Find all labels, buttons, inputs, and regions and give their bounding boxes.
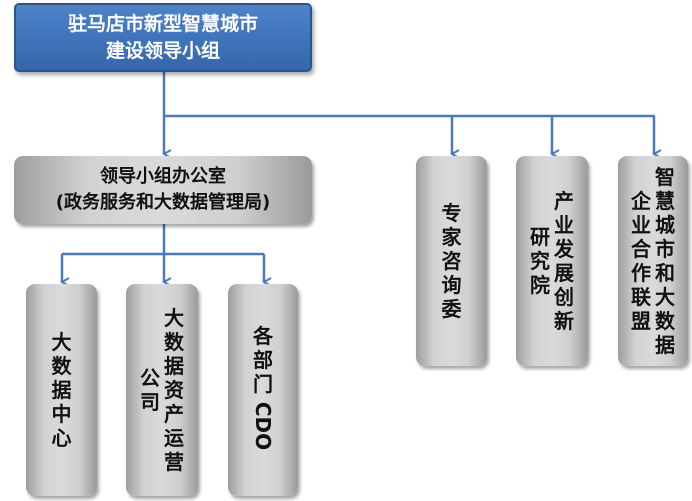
vertical-char: 各 bbox=[253, 324, 273, 348]
vertical-char: 据 bbox=[164, 354, 184, 378]
vertical-char: 数 bbox=[51, 354, 72, 378]
big-data-center-box: 大数据中心 bbox=[26, 284, 97, 496]
vertical-char: 新 bbox=[554, 309, 574, 333]
vertical-char: 产 bbox=[164, 402, 184, 426]
asset-company-box: 大数据资产运营 公司 bbox=[126, 284, 198, 496]
leadership-office-box: 领导小组办公室 (政务服务和大数据管理局) bbox=[14, 156, 312, 224]
vertical-char: 专 bbox=[441, 201, 462, 225]
vertical-char: 门 bbox=[253, 372, 273, 396]
dept-cdo-latin-wrap: CDO bbox=[239, 396, 287, 456]
vertical-char: 盟 bbox=[631, 309, 651, 333]
vertical-char: 智 bbox=[655, 165, 675, 189]
vertical-char: 咨 bbox=[441, 249, 462, 273]
vertical-char: 企 bbox=[631, 189, 651, 213]
leadership-group-title-line2: 建设领导小组 bbox=[105, 39, 220, 62]
vertical-char: 营 bbox=[164, 450, 184, 474]
vertical-char: 创 bbox=[554, 285, 574, 309]
research-institute-label-col2: 研究院 bbox=[530, 225, 550, 297]
enterprise-alliance-label-col2: 企业合作联盟 bbox=[631, 189, 651, 333]
enterprise-alliance-box: 智慧城市和大数据 企业合作联盟 bbox=[618, 156, 688, 366]
vertical-char: 公 bbox=[140, 366, 160, 390]
vertical-char: 运 bbox=[164, 426, 184, 450]
vertical-char: 部 bbox=[253, 348, 273, 372]
dept-cdo-box: 各部门 CDO bbox=[228, 284, 298, 496]
vertical-char: 司 bbox=[140, 390, 160, 414]
vertical-char: 作 bbox=[631, 261, 651, 285]
leadership-group-title-line1: 驻马店市新型智慧城市 bbox=[67, 12, 258, 35]
leadership-office-title-line1: 领导小组办公室 bbox=[100, 166, 226, 187]
expert-committee-label: 专家咨询委 bbox=[442, 201, 462, 321]
leadership-group-box: 驻马店市新型智慧城市 建设领导小组 bbox=[14, 3, 312, 72]
vertical-char: 合 bbox=[631, 237, 651, 261]
vertical-char: 慧 bbox=[655, 189, 675, 213]
vertical-char: 大 bbox=[164, 306, 184, 330]
vertical-char: 和 bbox=[655, 261, 675, 285]
asset-company-label-col2: 公司 bbox=[140, 366, 160, 414]
vertical-char: 发 bbox=[554, 237, 574, 261]
big-data-center-label: 大数据中心 bbox=[52, 330, 72, 450]
enterprise-alliance-label-col1: 智慧城市和大数据 bbox=[655, 165, 675, 357]
leadership-office-title-line2: (政务服务和大数据管理局) bbox=[55, 192, 271, 213]
vertical-char: 据 bbox=[51, 378, 72, 402]
vertical-char: 研 bbox=[530, 225, 550, 249]
vertical-char: 资 bbox=[164, 378, 184, 402]
vertical-char: 家 bbox=[441, 225, 462, 249]
dept-cdo-latin: CDO bbox=[251, 401, 275, 451]
vertical-char: 市 bbox=[655, 237, 675, 261]
vertical-char: 业 bbox=[554, 213, 574, 237]
asset-company-label-col1: 大数据资产运营 bbox=[164, 306, 184, 474]
vertical-char: 询 bbox=[441, 273, 462, 297]
vertical-char: 院 bbox=[530, 273, 550, 297]
vertical-char: 数 bbox=[164, 330, 184, 354]
dept-cdo-label: 各部门 CDO bbox=[239, 324, 287, 456]
vertical-char: 产 bbox=[554, 189, 574, 213]
vertical-char: 展 bbox=[554, 261, 574, 285]
vertical-char: 中 bbox=[51, 402, 72, 426]
vertical-char: 城 bbox=[655, 213, 675, 237]
vertical-char: 据 bbox=[655, 333, 675, 357]
vertical-char: 心 bbox=[51, 426, 72, 450]
vertical-char: 究 bbox=[530, 249, 550, 273]
vertical-char: 数 bbox=[655, 309, 675, 333]
vertical-char: 联 bbox=[631, 285, 651, 309]
vertical-char: 大 bbox=[51, 330, 72, 354]
research-institute-box: 产业发展创新 研究院 bbox=[516, 156, 588, 366]
vertical-char: 委 bbox=[441, 297, 462, 321]
dept-cdo-prefix: 各部门 bbox=[253, 324, 273, 396]
vertical-char: 业 bbox=[631, 213, 651, 237]
research-institute-label-col1: 产业发展创新 bbox=[554, 189, 574, 333]
expert-committee-box: 专家咨询委 bbox=[416, 156, 487, 366]
vertical-char: 大 bbox=[655, 285, 675, 309]
